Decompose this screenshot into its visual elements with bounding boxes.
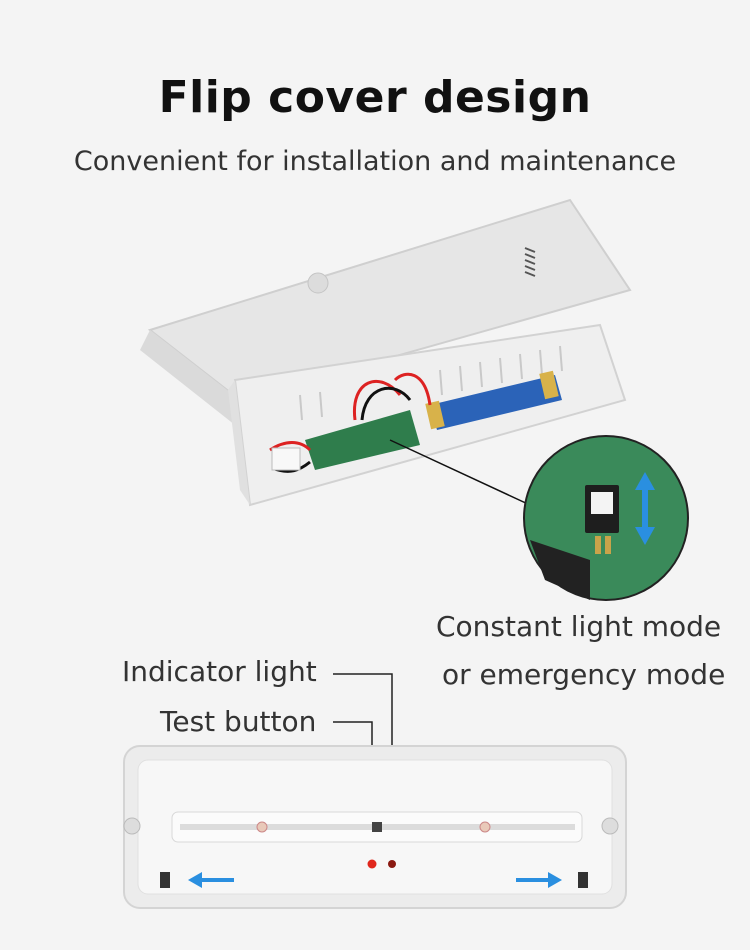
terminal-block bbox=[271, 447, 301, 471]
jumper-socket bbox=[372, 822, 382, 832]
housing-cover bbox=[147, 198, 632, 402]
right-latch bbox=[578, 872, 588, 888]
open-housing-image bbox=[140, 198, 632, 507]
left-latch bbox=[160, 872, 170, 888]
cover-boss bbox=[307, 272, 329, 294]
mode-label-line2: or emergency mode bbox=[442, 658, 726, 691]
battery bbox=[425, 370, 562, 430]
test-button-dot bbox=[367, 859, 377, 869]
indicator-light-dot bbox=[388, 860, 396, 868]
page-title: Flip cover design bbox=[158, 72, 592, 123]
test-button-label: Test button bbox=[160, 705, 317, 738]
jumper-zoom-image bbox=[523, 435, 689, 601]
indicator-light-label: Indicator light bbox=[122, 655, 317, 688]
spring bbox=[524, 247, 536, 277]
vertical-double-arrow-icon bbox=[635, 472, 655, 545]
zoom-pointer-line bbox=[389, 439, 531, 506]
page-subtitle: Convenient for installation and maintena… bbox=[73, 146, 677, 177]
arrow-left-icon bbox=[188, 872, 234, 888]
closed-fixture-image bbox=[123, 745, 627, 909]
housing-cover-edge bbox=[140, 330, 240, 425]
pcb-board bbox=[305, 410, 420, 470]
mode-label-line1: Constant light mode bbox=[436, 610, 722, 643]
housing-fins bbox=[299, 345, 563, 421]
housing-base-edge bbox=[228, 380, 250, 505]
arrow-right-icon bbox=[516, 872, 562, 888]
